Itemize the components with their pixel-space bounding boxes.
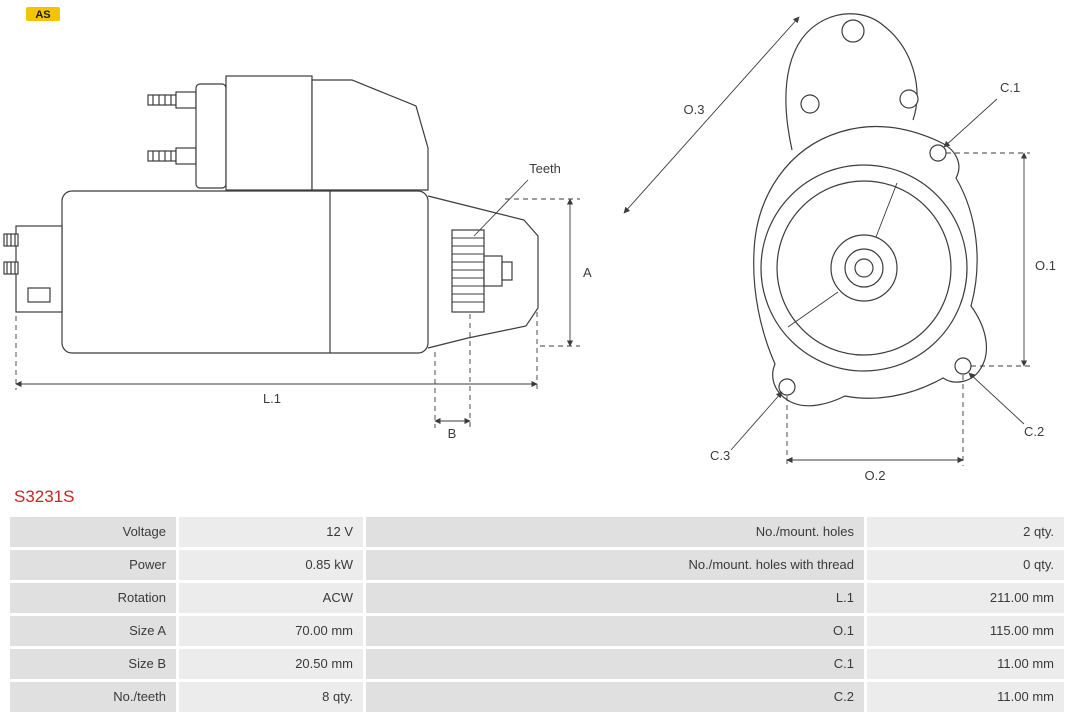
solenoid-body	[225, 75, 313, 191]
spec-table: Voltage 12 V No./mount. holes 2 qty. Pow…	[10, 517, 1064, 712]
brand-logo: AS	[26, 4, 66, 29]
dim-label-a: A	[583, 265, 592, 280]
dim-label-o1: O.1	[1035, 258, 1056, 273]
spec-label-cell: L.1	[366, 583, 864, 613]
dim-label-b: B	[448, 426, 457, 441]
logo-background	[26, 7, 60, 21]
spec-label-cell: Power	[10, 550, 176, 580]
pinion-shaft	[483, 255, 503, 287]
spec-label-cell: Rotation	[10, 583, 176, 613]
spec-value-cell: ACW	[179, 583, 363, 613]
spec-value-cell: 2 qty.	[867, 517, 1064, 547]
rear-bracket	[15, 225, 63, 313]
spec-label-cell: Voltage	[10, 517, 176, 547]
bell-housing	[427, 195, 539, 349]
mount-hole-c2	[954, 357, 972, 375]
side-view-dimensions	[15, 179, 580, 428]
spec-value-cell: 12 V	[179, 517, 363, 547]
spec-value-cell: 11.00 mm	[867, 649, 1064, 679]
pinion-gear	[451, 229, 485, 313]
spec-label-cell: C.2	[366, 682, 864, 712]
technical-drawings: L.1 A B Teeth	[3, 13, 1056, 483]
spec-value-cell: 8 qty.	[179, 682, 363, 712]
spec-value-cell: 211.00 mm	[867, 583, 1064, 613]
spec-label-cell: No./mount. holes	[366, 517, 864, 547]
spec-value-cell: 0.85 kW	[179, 550, 363, 580]
side-view-drawing	[3, 75, 539, 354]
dim-label-o2: O.2	[865, 468, 886, 483]
spec-label-cell: Size B	[10, 649, 176, 679]
spec-value-cell: 115.00 mm	[867, 616, 1064, 646]
dim-label-c1: C.1	[1000, 80, 1020, 95]
spec-label-cell: O.1	[366, 616, 864, 646]
dim-label-l1: L.1	[263, 391, 281, 406]
spec-label-cell: C.1	[366, 649, 864, 679]
spec-value-cell: 0 qty.	[867, 550, 1064, 580]
spec-label-cell: Size A	[10, 616, 176, 646]
part-number: S3231S	[14, 487, 75, 506]
mount-hole-c3	[778, 378, 796, 396]
teeth-label: Teeth	[529, 161, 561, 176]
logo-text: AS	[35, 9, 50, 21]
solenoid-cap	[195, 83, 227, 189]
spec-value-cell: 11.00 mm	[867, 682, 1064, 712]
mount-hole-c1	[929, 144, 947, 162]
front-view-dimensions	[623, 16, 1030, 466]
spec-label-cell: No./mount. holes with thread	[366, 550, 864, 580]
dim-label-o3: O.3	[684, 102, 705, 117]
spec-value-cell: 20.50 mm	[179, 649, 363, 679]
front-view-drawing	[753, 13, 988, 407]
drive-housing-top	[311, 79, 429, 191]
spec-value-cell: 70.00 mm	[179, 616, 363, 646]
dim-label-c3: C.3	[710, 448, 730, 463]
motor-body	[61, 190, 429, 354]
dim-label-c2: C.2	[1024, 424, 1044, 439]
spec-label-cell: No./teeth	[10, 682, 176, 712]
